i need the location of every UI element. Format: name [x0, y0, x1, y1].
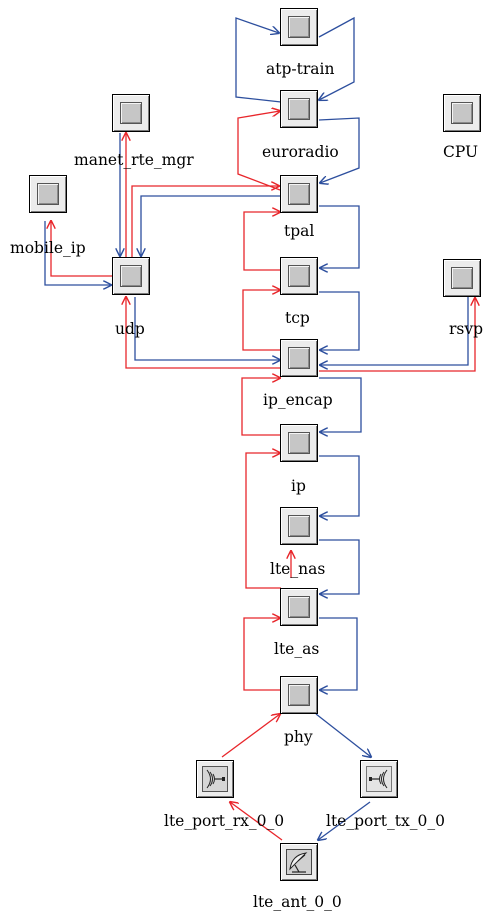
- link-tx-port-antenna: [318, 801, 371, 840]
- lte-antenna-module[interactable]: [280, 843, 318, 881]
- processor-module-icon: [288, 265, 310, 287]
- processor-module-icon: [288, 183, 310, 205]
- processor-module-icon: [451, 102, 473, 124]
- cpu-label: CPU: [443, 143, 479, 161]
- processor-module-icon: [288, 515, 310, 537]
- ip-encap-module[interactable]: [280, 339, 318, 377]
- antenna-dish-icon: [286, 849, 312, 875]
- link-lte-as-phy: [319, 617, 358, 690]
- lte-port-tx-label: lte_port_tx_0_0: [326, 812, 445, 830]
- link-rsvp-ip-encap: [320, 297, 469, 365]
- link-lte-nas-lte-as: [319, 539, 360, 594]
- link-tpal-udp: [141, 195, 281, 256]
- lte-nas-module[interactable]: [280, 507, 318, 545]
- link-phy-lte-as: [243, 618, 281, 691]
- processor-module-icon: [288, 98, 310, 120]
- cpu-module[interactable]: [443, 94, 481, 132]
- rsvp-module[interactable]: [443, 259, 481, 297]
- udp-label: udp: [115, 320, 145, 338]
- processor-module-icon: [288, 596, 310, 618]
- processor-module-icon: [451, 267, 473, 289]
- lte-as-label: lte_as: [274, 640, 320, 658]
- link-tpal-euroradio: [237, 111, 280, 191]
- processor-module-icon: [120, 265, 142, 287]
- link-antenna-rx-port: [230, 802, 283, 841]
- ip-label: ip: [291, 477, 306, 495]
- link-ip-lte-nas: [319, 455, 360, 516]
- lte-antenna-label: lte_ant_0_0: [253, 893, 342, 911]
- lte-port-rx-module[interactable]: [196, 760, 234, 798]
- link-euroradio-tpal: [319, 117, 360, 183]
- ip-module[interactable]: [280, 424, 318, 462]
- receiver-port-icon: [202, 766, 228, 792]
- link-tcp-tpal: [243, 212, 281, 271]
- euroradio-module[interactable]: [280, 90, 318, 128]
- phy-module[interactable]: [280, 676, 318, 714]
- lte-nas-label: lte_nas: [270, 560, 326, 578]
- processor-module-icon: [288, 432, 310, 454]
- tpal-label: tpal: [284, 222, 315, 240]
- lte-port-tx-module[interactable]: [360, 760, 398, 798]
- link-udp-mobile-ip: [51, 221, 112, 277]
- link-lte-as-ip: [245, 453, 281, 589]
- ip-encap-label: ip_encap: [263, 391, 333, 409]
- mobile-ip-label: mobile_ip: [10, 239, 86, 257]
- lte-port-rx-label: lte_port_rx_0_0: [164, 812, 285, 830]
- link-ip-encap-udp: [126, 297, 281, 369]
- link-tcp-ip-encap: [319, 291, 360, 350]
- link-ip-encap-ip: [319, 377, 362, 432]
- mobile-ip-module[interactable]: [29, 175, 67, 213]
- link-udp-ip-encap: [134, 297, 280, 360]
- rsvp-label: rsvp: [449, 320, 484, 338]
- processor-module-icon: [120, 102, 142, 124]
- processor-module-icon: [288, 684, 310, 706]
- link-udp-tpal: [131, 186, 279, 257]
- udp-module[interactable]: [112, 257, 150, 295]
- link-atp-train-euroradio: [319, 16, 355, 100]
- link-ip-ip-encap: [241, 378, 281, 436]
- processor-module-icon: [288, 16, 310, 38]
- link-rx-port-phy: [221, 714, 280, 758]
- manet-rte-mgr-module[interactable]: [112, 94, 150, 132]
- link-euroradio-atp-train: [235, 17, 281, 103]
- processor-module-icon: [288, 347, 310, 369]
- lte-as-module[interactable]: [280, 588, 318, 626]
- phy-label: phy: [284, 728, 313, 746]
- tcp-label: tcp: [285, 309, 310, 327]
- atp-train-label: atp-train: [266, 60, 335, 78]
- tcp-module[interactable]: [280, 257, 318, 295]
- euroradio-label: euroradio: [262, 143, 339, 161]
- link-phy-tx-port: [315, 713, 371, 757]
- atp-train-module[interactable]: [280, 8, 318, 46]
- link-mobile-ip-udp: [44, 221, 111, 285]
- link-ip-encap-rsvp: [319, 298, 475, 372]
- transmitter-port-icon: [366, 766, 392, 792]
- link-tpal-tcp: [319, 205, 360, 268]
- link-ip-encap-tcp: [242, 290, 281, 351]
- manet-rte-mgr-label: manet_rte_mgr: [74, 151, 194, 169]
- tpal-module[interactable]: [280, 175, 318, 213]
- processor-module-icon: [37, 183, 59, 205]
